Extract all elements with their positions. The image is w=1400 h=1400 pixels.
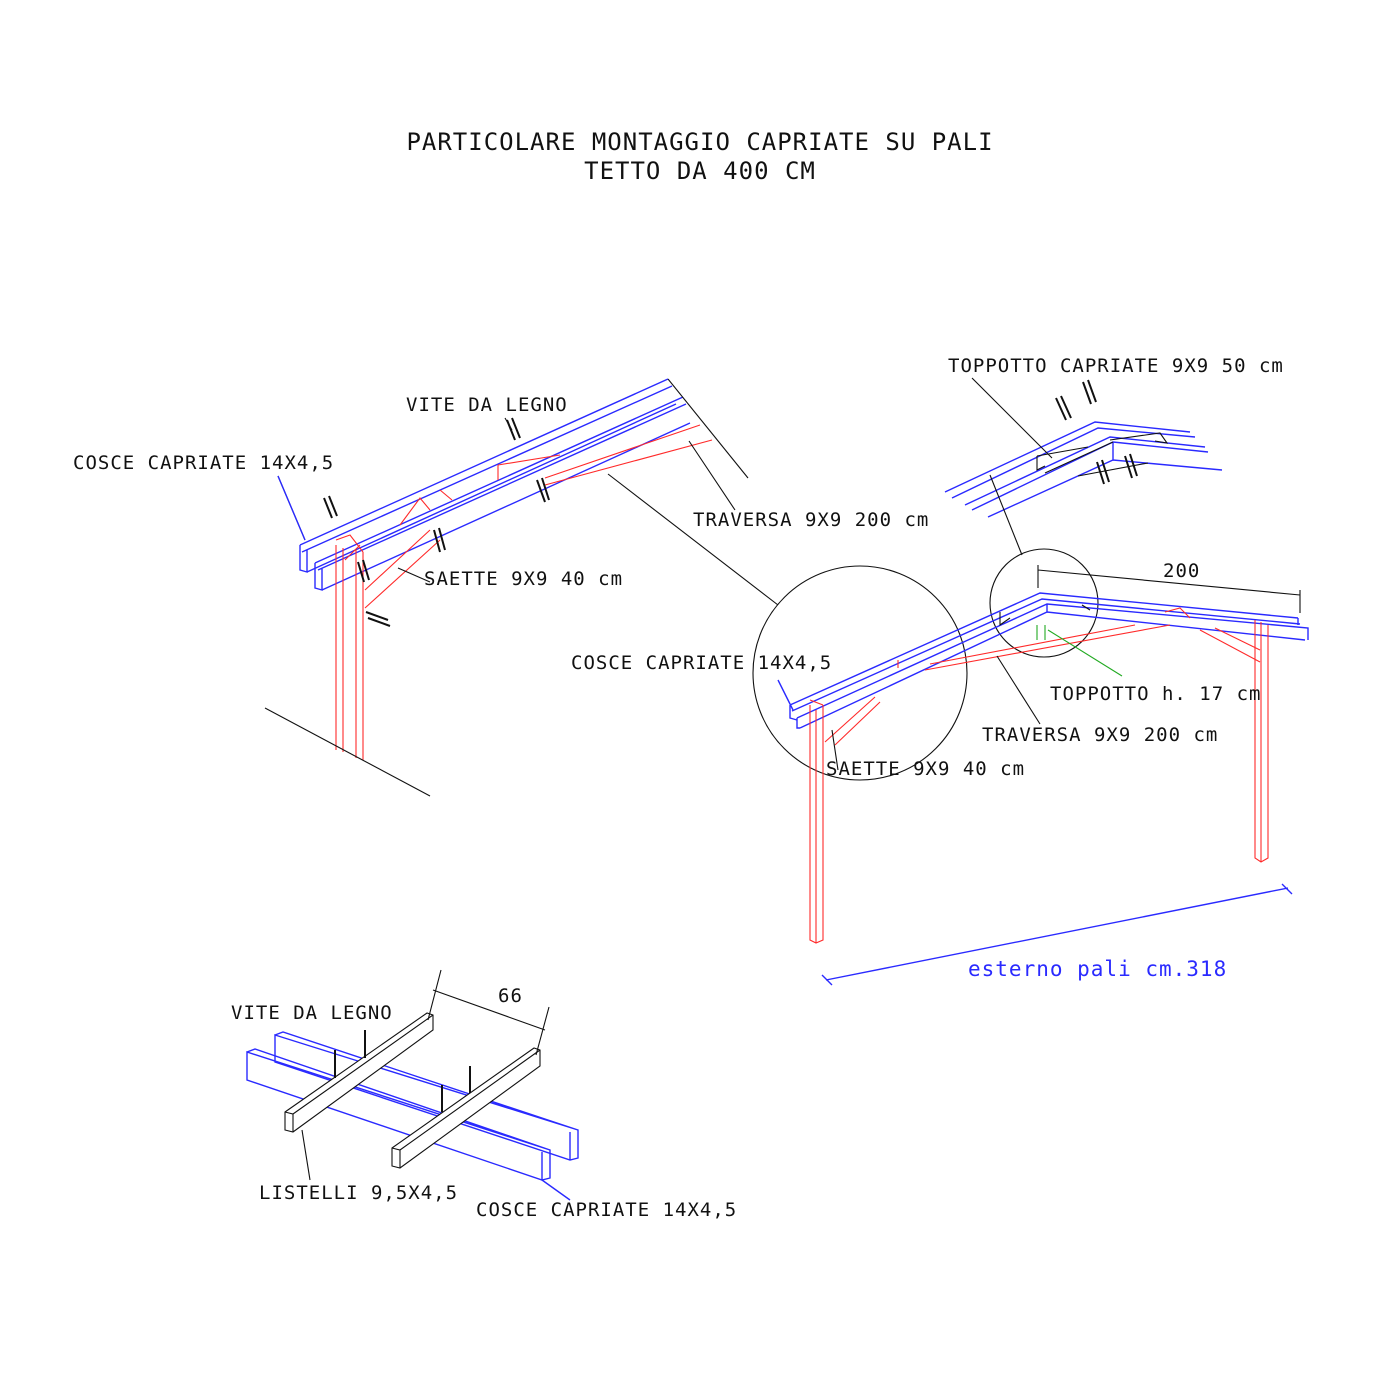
dimension-66: 66 [427,969,550,1056]
main-leaders [831,655,1041,771]
dim-318-label: esterno pali cm.318 [968,957,1227,981]
detail-circle-small [989,548,1099,658]
listello-2 [391,1047,541,1169]
bottom-cosce-label: COSCE CAPRIATE 14X4,5 [476,1199,737,1221]
listelli-leader [301,1129,311,1181]
left-cosce-label: COSCE CAPRIATE 14X4,5 [73,452,334,474]
title-line1: PARTICOLARE MONTAGGIO CAPRIATE SU PALI [406,128,993,156]
main-red-frame [809,607,1269,944]
top-right-detail: TOPPOTTO CAPRIATE 9X9 50 cm [944,355,1284,556]
toppotto-capriate-label: TOPPOTTO CAPRIATE 9X9 50 cm [948,355,1284,377]
main-cosce-leader [777,679,794,711]
dim-66-label: 66 [498,985,523,1007]
dimension-200: 200 [1037,560,1301,613]
ground-line [264,707,431,797]
left-red-frame [335,424,713,760]
bottom-detail: 66 VITE DA LEGNO LISTELLI 9,5X4,5 COSCE … [231,969,737,1221]
left-ridge-line [667,378,749,479]
dim-200-label: 200 [1163,560,1200,582]
screw-icon [1055,379,1138,485]
top-right-leaders [971,377,1053,556]
main-toppotto-label: TOPPOTTO h. 17 cm [1050,683,1261,705]
main-view: 200 COSCE CAPRIATE 14X4,5 TOPPOTTO h. 17… [571,548,1309,986]
left-traversa-label: TRAVERSA 9X9 200 cm [693,509,929,531]
cosce-leader [541,1179,571,1201]
main-cosce-label: COSCE CAPRIATE 14X4,5 [571,652,832,674]
main-rafters [789,592,1309,729]
listello-1 [284,1012,434,1133]
bottom-vite-label: VITE DA LEGNO [231,1002,393,1024]
left-rafters [299,378,691,591]
listelli-label: LISTELLI 9,5X4,5 [259,1182,458,1204]
left-vite-label: VITE DA LEGNO [406,394,568,416]
toppotto-green [1036,625,1123,677]
main-saette-label: SAETTE 9X9 40 cm [826,758,1025,780]
left-cosce-leader [277,475,306,541]
detail-circle-large [752,565,968,781]
main-traversa-label: TRAVERSA 9X9 200 cm [982,724,1218,746]
title-line2: TETTO DA 400 CM [584,157,816,185]
screw-icon [323,417,550,627]
left-saette-label: SAETTE 9X9 40 cm [424,568,623,590]
dimension-318: esterno pali cm.318 [821,883,1293,986]
left-detail: VITE DA LEGNO COSCE CAPRIATE 14X4,5 TRAV… [73,378,929,797]
screw-icon [334,1030,471,1112]
